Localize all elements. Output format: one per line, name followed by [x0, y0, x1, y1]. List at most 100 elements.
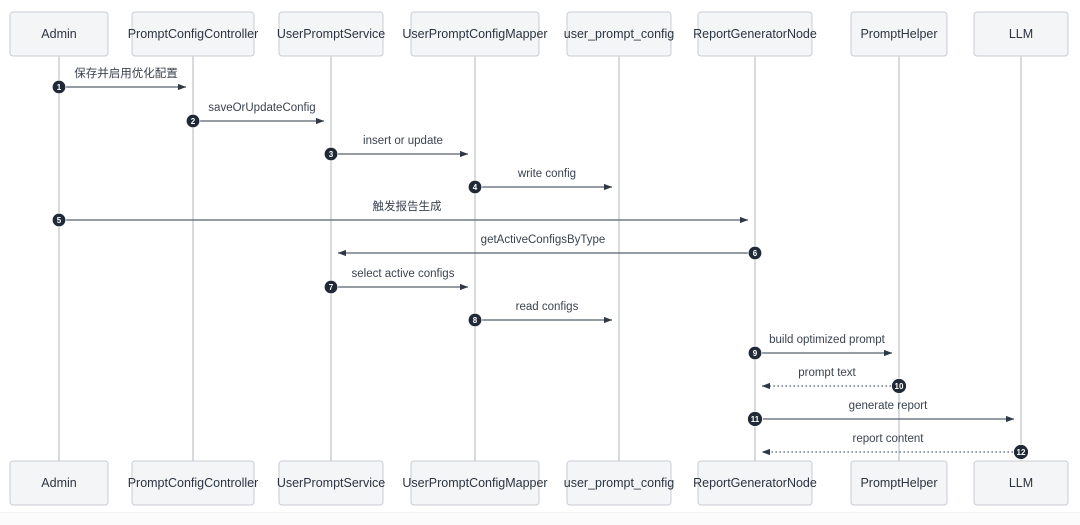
message-label: generate report [849, 400, 928, 412]
sequence-badge-circle [51, 79, 67, 95]
sequence-badge-10: 10 [891, 378, 907, 394]
sequence-badge-number: 2 [191, 117, 196, 126]
sequence-badge-circle [747, 411, 763, 427]
message-label: 触发报告生成 [373, 199, 442, 213]
participant-promptHelper-bottom[interactable]: PromptHelper [850, 460, 948, 506]
participant-label: UserPromptService [277, 27, 385, 41]
actors-top-group: Admin PromptConfigController UserPromptSer… [9, 11, 1069, 57]
participant-box [973, 11, 1069, 57]
sequence-badge-number: 5 [57, 216, 62, 225]
sequence-badge-12: 12 [1013, 444, 1029, 460]
message-1[interactable]: 保存并启用优化配置 [59, 66, 187, 91]
participant-label: PromptHelper [860, 27, 937, 41]
participant-label: PromptHelper [860, 476, 937, 490]
sequence-badge-9: 9 [747, 345, 763, 361]
messages-group: 保存并启用优化配置 saveOrUpdateConfig insert or upd… [59, 66, 1021, 456]
sequence-badge-number: 6 [753, 249, 758, 258]
sequence-badge-number: 4 [473, 183, 478, 192]
participant-label: user_prompt_config [564, 27, 675, 41]
message-2[interactable]: saveOrUpdateConfig [193, 102, 325, 125]
participant-promptConfigController-top[interactable]: PromptConfigController [128, 11, 259, 57]
message-3[interactable]: insert or update [331, 135, 469, 158]
participant-userPromptService-top[interactable]: UserPromptService [277, 11, 385, 57]
message-label: report content [853, 433, 925, 445]
participant-reportGeneratorNode-bottom[interactable]: ReportGeneratorNode [693, 460, 817, 506]
participant-userPromptService-bottom[interactable]: UserPromptService [277, 460, 385, 506]
message-5[interactable]: 触发报告生成 [59, 199, 749, 224]
sequence-badge-circle [747, 345, 763, 361]
participant-admin-bottom[interactable]: Admin [9, 460, 109, 506]
participant-label: LLM [1009, 27, 1033, 41]
participant-label: user_prompt_config [564, 476, 675, 490]
participant-reportGeneratorNode-top[interactable]: ReportGeneratorNode [693, 11, 817, 57]
message-4[interactable]: write config [475, 168, 613, 191]
participant-label: ReportGeneratorNode [693, 476, 817, 490]
sequence-badge-circle [323, 279, 339, 295]
participant-box [566, 11, 672, 57]
participant-label: Admin [41, 476, 76, 490]
participant-box [9, 11, 109, 57]
participant-box [131, 460, 255, 506]
participant-box [973, 460, 1069, 506]
participant-promptConfigController-bottom[interactable]: PromptConfigController [128, 460, 259, 506]
sequence-badge-circle [185, 113, 201, 129]
message-8[interactable]: read configs [475, 301, 613, 324]
participant-label: UserPromptConfigMapper [402, 27, 547, 41]
sequence-badge-circle [323, 146, 339, 162]
actors-bottom-group: Admin PromptConfigController UserPromptSer… [9, 460, 1069, 506]
sequence-badge-circle [467, 179, 483, 195]
participant-llm-bottom[interactable]: LLM [973, 460, 1069, 506]
sequence-badge-number: 7 [329, 283, 334, 292]
participant-box [9, 460, 109, 506]
participant-label: ReportGeneratorNode [693, 27, 817, 41]
sequence-badge-1: 1 [51, 79, 67, 95]
page-footer-band [0, 512, 1080, 525]
sequence-badge-2: 2 [185, 113, 201, 129]
sequence-badge-number: 12 [1017, 448, 1026, 457]
sequence-badge-number: 3 [329, 150, 334, 159]
sequence-badge-11: 11 [747, 411, 763, 427]
message-9[interactable]: build optimized prompt [755, 334, 893, 357]
participant-admin-top[interactable]: Admin [9, 11, 109, 57]
participant-box [131, 11, 255, 57]
participant-box [850, 11, 948, 57]
participant-box [410, 11, 540, 57]
participant-userPromptConfigMapper-bottom[interactable]: UserPromptConfigMapper [402, 460, 548, 506]
message-label: write config [517, 168, 576, 180]
sequence-badge-7: 7 [323, 279, 339, 295]
participant-label: UserPromptService [277, 476, 385, 490]
message-label: select active configs [352, 268, 455, 280]
sequence-badge-circle [51, 212, 67, 228]
sequence-badge-circle [747, 245, 763, 261]
participant-label: UserPromptConfigMapper [402, 476, 547, 490]
participant-box [697, 460, 813, 506]
participant-box [566, 460, 672, 506]
participant-label: PromptConfigController [128, 476, 259, 490]
message-label: read configs [516, 301, 579, 313]
participant-box [278, 460, 384, 506]
participant-userPromptConfigMapper-top[interactable]: UserPromptConfigMapper [402, 11, 548, 57]
participant-userPromptConfigTable-bottom[interactable]: user_prompt_config [564, 460, 675, 506]
participant-llm-top[interactable]: LLM [973, 11, 1069, 57]
message-11[interactable]: generate report [755, 400, 1015, 423]
participant-box [697, 11, 813, 57]
participant-label: LLM [1009, 476, 1033, 490]
participant-box [410, 460, 540, 506]
participant-userPromptConfigTable-top[interactable]: user_prompt_config [564, 11, 675, 57]
sequence-badge-number: 10 [895, 382, 904, 391]
message-7[interactable]: select active configs [331, 268, 469, 291]
participant-promptHelper-top[interactable]: PromptHelper [850, 11, 948, 57]
message-10[interactable]: prompt text [761, 367, 899, 390]
sequence-badge-circle [891, 378, 907, 394]
participant-box [278, 11, 384, 57]
message-6[interactable]: getActiveConfigsByType [337, 234, 755, 257]
sequence-badge-8: 8 [467, 312, 483, 328]
sequence-badge-number: 11 [751, 415, 760, 424]
message-12[interactable]: report content [761, 433, 1021, 456]
message-label: insert or update [363, 135, 443, 147]
sequence-badge-number: 8 [473, 316, 478, 325]
sequence-badge-6: 6 [747, 245, 763, 261]
sequence-badge-3: 3 [323, 146, 339, 162]
